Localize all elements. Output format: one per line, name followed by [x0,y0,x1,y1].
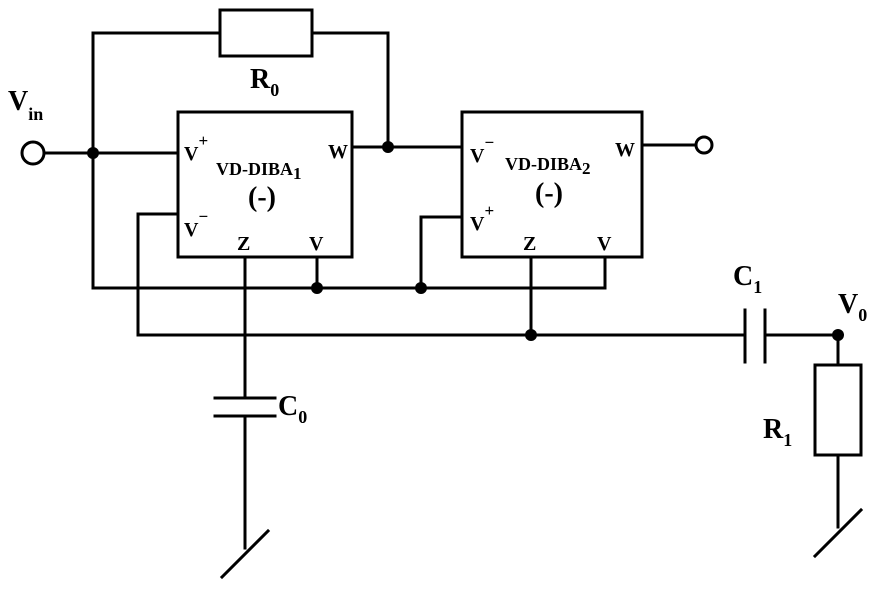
block2-title: VD-DIBA2 [505,154,591,178]
vd-diba-block-2 [460,110,644,259]
junction-node [382,141,394,153]
block1-pin-z: Z [237,233,250,255]
junction-node [525,329,537,341]
output-terminal-w2 [694,135,714,155]
block1-sign: (-) [248,182,276,213]
resistor-r0 [218,8,314,58]
ground-symbol-r1 [812,507,864,559]
block2-pin-vplus: V+ [470,201,494,235]
junction-node [415,282,427,294]
input-label: Vin [8,86,43,124]
wires [43,31,840,550]
block1-pin-vminus: V− [184,207,208,241]
block1-pin-vplus: V+ [184,131,208,165]
block2-sign: (-) [535,178,563,209]
resistor-r1 [813,363,863,457]
block2-pin-w: W [615,139,635,161]
resistor-r0-label: R0 [250,64,279,100]
block2-pin-vminus: V− [470,133,494,167]
output-label: V0 [838,289,867,325]
block2-pin-z: Z [523,233,536,255]
block1-title: VD-DIBA1 [216,159,302,183]
junction-node [832,329,844,341]
junction-node [311,282,323,294]
capacitor-c0-label: C0 [278,391,307,427]
input-terminal [20,140,46,166]
resistor-r1-label: R1 [763,414,792,450]
vd-diba-block-1 [176,110,354,259]
block1-pin-w: W [328,141,348,163]
junction-node [87,147,99,159]
ground-symbol-c0 [219,528,271,580]
capacitor-c1-label: C1 [733,261,762,297]
block1-pin-v: V [309,233,324,255]
block2-pin-v: V [597,233,612,255]
